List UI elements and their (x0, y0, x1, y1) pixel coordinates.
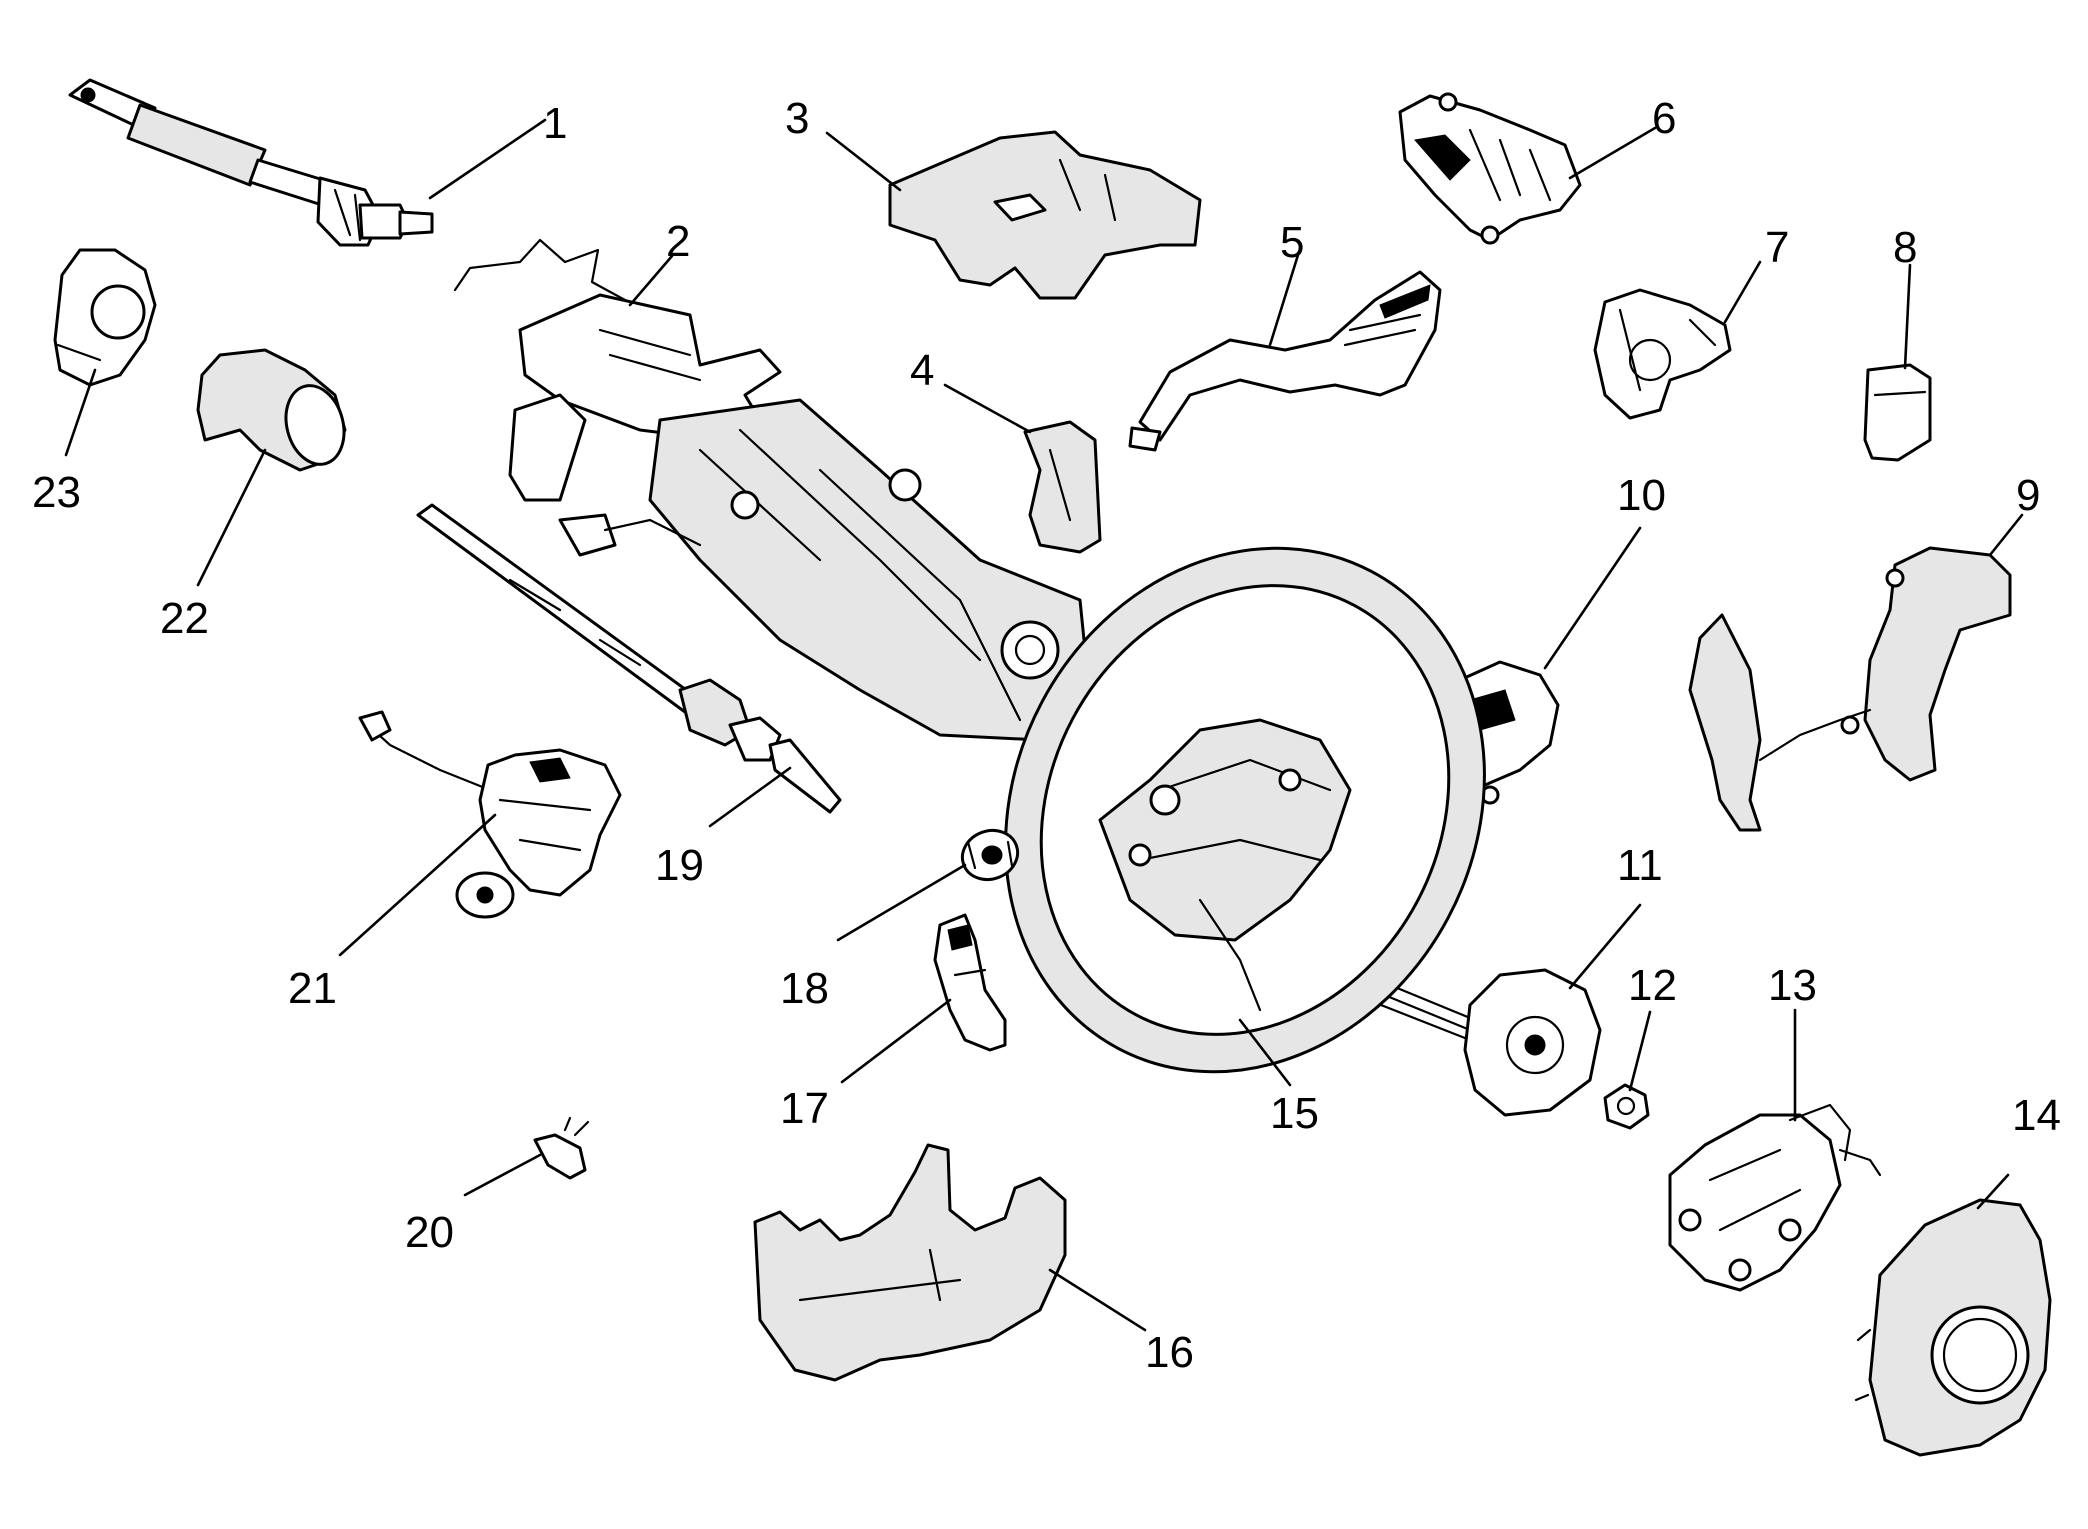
callout-4: 4 (910, 346, 934, 395)
callout-2: 2 (666, 217, 690, 266)
leader-7 (1723, 260, 1762, 324)
leader-16 (1048, 1268, 1147, 1332)
leader-12 (1628, 1010, 1652, 1092)
leader-18 (836, 863, 967, 942)
part-22-lock-housing (196, 348, 347, 472)
part-16-lower-trim-cover (753, 1143, 1067, 1382)
leader-4 (943, 383, 1032, 434)
callout-10: 10 (1617, 471, 1666, 520)
callout-22: 22 (160, 594, 209, 643)
part-2-column-housing (453, 238, 1092, 742)
leader-23 (64, 368, 97, 457)
part-17-switch (933, 913, 1007, 1052)
part-4-bracket (1023, 420, 1102, 554)
callout-19: 19 (655, 841, 704, 890)
leader-22 (196, 448, 267, 587)
part-12-nut (1603, 1083, 1650, 1130)
leader-17 (840, 998, 952, 1084)
callout-23: 23 (32, 468, 81, 517)
callout-9: 9 (2016, 471, 2040, 520)
callout-7: 7 (1765, 223, 1789, 272)
leader-19 (708, 766, 792, 828)
leader-10 (1543, 526, 1642, 670)
callout-1: 1 (543, 99, 567, 148)
callout-14: 14 (2012, 1091, 2061, 1140)
callout-18: 18 (780, 964, 829, 1013)
part-9-wheel-trim-panels (1688, 546, 2012, 832)
callout-6: 6 (1652, 94, 1676, 143)
callout-11: 11 (1617, 841, 1663, 890)
leader-3 (825, 131, 902, 192)
part-14-airbag-module (1854, 1198, 2052, 1457)
part-8-connector (1863, 363, 1932, 462)
part-18-bearing (960, 828, 1020, 882)
part-21-ignition-housing (358, 710, 622, 919)
callout-21: 21 (288, 964, 337, 1013)
leader-1 (428, 118, 547, 200)
callout-12: 12 (1628, 961, 1677, 1010)
part-20-clip (533, 1116, 590, 1180)
leader-20 (463, 1153, 542, 1197)
leader-15 (1238, 1018, 1292, 1087)
callout-13: 13 (1768, 961, 1817, 1010)
leader-9 (1988, 513, 2024, 557)
callout-16: 16 (1145, 1328, 1194, 1377)
leader-21 (338, 813, 497, 957)
part-19-steering-shaft (416, 503, 842, 814)
callout-5: 5 (1280, 218, 1304, 267)
leader-8 (1903, 263, 1912, 370)
part-6-switch-bracket (1398, 92, 1582, 245)
part-3-upper-trim-cover (888, 130, 1202, 300)
part-7-switch-module (1593, 288, 1732, 420)
leader-2 (628, 254, 674, 307)
callout-17: 17 (780, 1084, 829, 1133)
leader-14 (1976, 1173, 2010, 1210)
leader-lines (64, 118, 2024, 1332)
leader-11 (1568, 903, 1642, 990)
part-23-sensor-ring (53, 248, 157, 387)
leader-5 (1268, 253, 1300, 347)
part-13-mounting-bracket (1668, 1103, 1882, 1292)
part-5-multifunction-lever (1128, 270, 1442, 452)
callout-15: 15 (1270, 1089, 1319, 1138)
leader-6 (1568, 126, 1657, 180)
callout-labels: 1 2 3 4 5 6 7 8 9 10 11 12 13 14 15 16 1… (32, 94, 2061, 1377)
part-11-clockspring (1328, 965, 1602, 1117)
callout-20: 20 (405, 1208, 454, 1257)
callout-8: 8 (1893, 223, 1917, 272)
part-1-intermediate-shaft (68, 78, 434, 247)
callout-3: 3 (785, 94, 809, 143)
part-15-steering-wheel (1004, 546, 1486, 1074)
